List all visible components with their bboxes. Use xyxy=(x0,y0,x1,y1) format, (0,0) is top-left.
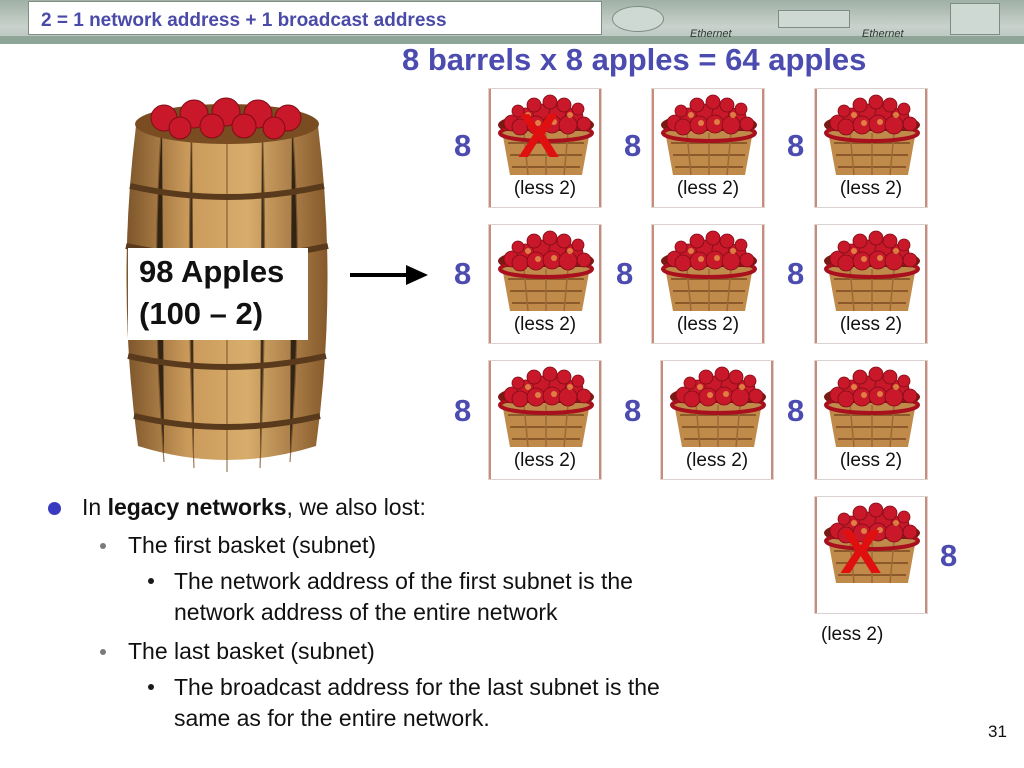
basket-r2c1: (less 2) xyxy=(488,224,604,344)
bullet-dot xyxy=(48,502,61,515)
bullet-last-detail-line2: same as for the entire network. xyxy=(174,705,490,731)
basket-count-r2c3: 8 xyxy=(787,256,805,291)
basket-count-r2c2: 8 xyxy=(616,256,634,291)
apple-basket-icon xyxy=(494,229,598,315)
basket-less-label: (less 2) xyxy=(676,178,740,199)
barrel-label-formula: (100 – 2) xyxy=(139,296,264,331)
ethernet-label-right: Ethernet xyxy=(862,28,904,40)
bullet-first-detail-line1: The network address of the first subnet … xyxy=(174,568,633,594)
header-banner: Ethernet Ethernet 2 = 1 network address … xyxy=(0,0,1024,44)
banner-stripe xyxy=(0,36,1024,44)
basket-card: (less 2) xyxy=(488,88,602,208)
bullet-intro-prefix: In xyxy=(82,494,108,520)
basket-less-label: (less 2) xyxy=(839,450,903,471)
basket-less-label: (less 2) xyxy=(676,314,740,335)
apple-basket-icon xyxy=(820,93,924,179)
cross-mark-first-basket: X xyxy=(518,102,560,171)
basket-less-label-last: (less 2) xyxy=(821,624,884,645)
slide-title-box: 2 = 1 network address + 1 broadcast addr… xyxy=(28,1,602,35)
basket-card: (less 2) xyxy=(488,360,602,480)
page-number: 31 xyxy=(988,722,1007,741)
basket-card: (less 2) xyxy=(814,88,928,208)
basket-r3c2: (less 2) xyxy=(660,360,776,480)
right-arrow-icon xyxy=(350,262,430,293)
basket-card: (less 2) xyxy=(488,224,602,344)
basket-less-label: (less 2) xyxy=(839,314,903,335)
basket-card: (less 2) xyxy=(814,224,928,344)
slide-subtitle: 8 barrels x 8 apples = 64 apples xyxy=(402,42,867,77)
barrel-label: 98 Apples (100 – 2) xyxy=(128,248,308,340)
cross-mark-last-basket: X xyxy=(840,518,882,587)
bullet-last-basket-text: The last basket (subnet) xyxy=(128,638,375,664)
apple-basket-icon xyxy=(820,365,924,451)
basket-r3c3: (less 2) xyxy=(814,360,930,480)
switch-icon xyxy=(778,10,850,28)
basket-count-r3c2: 8 xyxy=(624,393,642,428)
basket-card: (less 2) xyxy=(660,360,774,480)
bullet-dot xyxy=(100,649,106,655)
barrel-label-count: 98 Apples xyxy=(139,254,285,289)
basket-card: (less 2) xyxy=(651,224,765,344)
basket-r1c3: (less 2) xyxy=(814,88,930,208)
basket-count-r1c2: 8 xyxy=(624,128,642,163)
basket-card: (less 2) xyxy=(651,88,765,208)
ethernet-label-left: Ethernet xyxy=(690,28,732,40)
basket-count-r2c1: 8 xyxy=(454,256,472,291)
basket-less-label: (less 2) xyxy=(513,450,577,471)
basket-card: (less 2) xyxy=(814,360,928,480)
basket-last: X xyxy=(814,496,930,616)
basket-count-last: 8 xyxy=(940,538,958,573)
basket-r1c1: (less 2) X xyxy=(488,88,604,208)
bullet-first-basket-text: The first basket (subnet) xyxy=(128,532,376,558)
basket-count-r3c1: 8 xyxy=(454,393,472,428)
basket-count-r1c3: 8 xyxy=(787,128,805,163)
bullet-last-detail-line1: The broadcast address for the last subne… xyxy=(174,674,660,700)
basket-less-label: (less 2) xyxy=(513,314,577,335)
apple-basket-icon xyxy=(657,93,761,179)
basket-r2c2: (less 2) xyxy=(651,224,767,344)
bullet-intro-suffix: , we also lost: xyxy=(286,494,426,520)
basket-less-label: (less 2) xyxy=(513,178,577,199)
basket-r1c2: (less 2) xyxy=(651,88,767,208)
bullet-dot xyxy=(148,684,154,690)
basket-r3c1: (less 2) xyxy=(488,360,604,480)
basket-less-label: (less 2) xyxy=(685,450,749,471)
apple-basket-icon xyxy=(494,365,598,451)
basket-count-r1c1: 8 xyxy=(454,128,472,163)
computer-icon xyxy=(950,3,1000,35)
router-icon xyxy=(612,6,664,32)
bullet-dot xyxy=(148,578,154,584)
basket-r2c3: (less 2) xyxy=(814,224,930,344)
apple-basket-icon xyxy=(657,229,761,315)
basket-less-label: (less 2) xyxy=(839,178,903,199)
apple-basket-icon xyxy=(820,229,924,315)
apple-basket-icon xyxy=(666,365,770,451)
basket-card xyxy=(814,496,928,614)
bullet-intro-bold: legacy networks xyxy=(107,494,287,520)
bullet-first-detail-line2: network address of the entire network xyxy=(174,599,558,625)
basket-count-r3c3: 8 xyxy=(787,393,805,428)
bullet-dot xyxy=(100,543,106,549)
slide-title: 2 = 1 network address + 1 broadcast addr… xyxy=(41,10,447,31)
